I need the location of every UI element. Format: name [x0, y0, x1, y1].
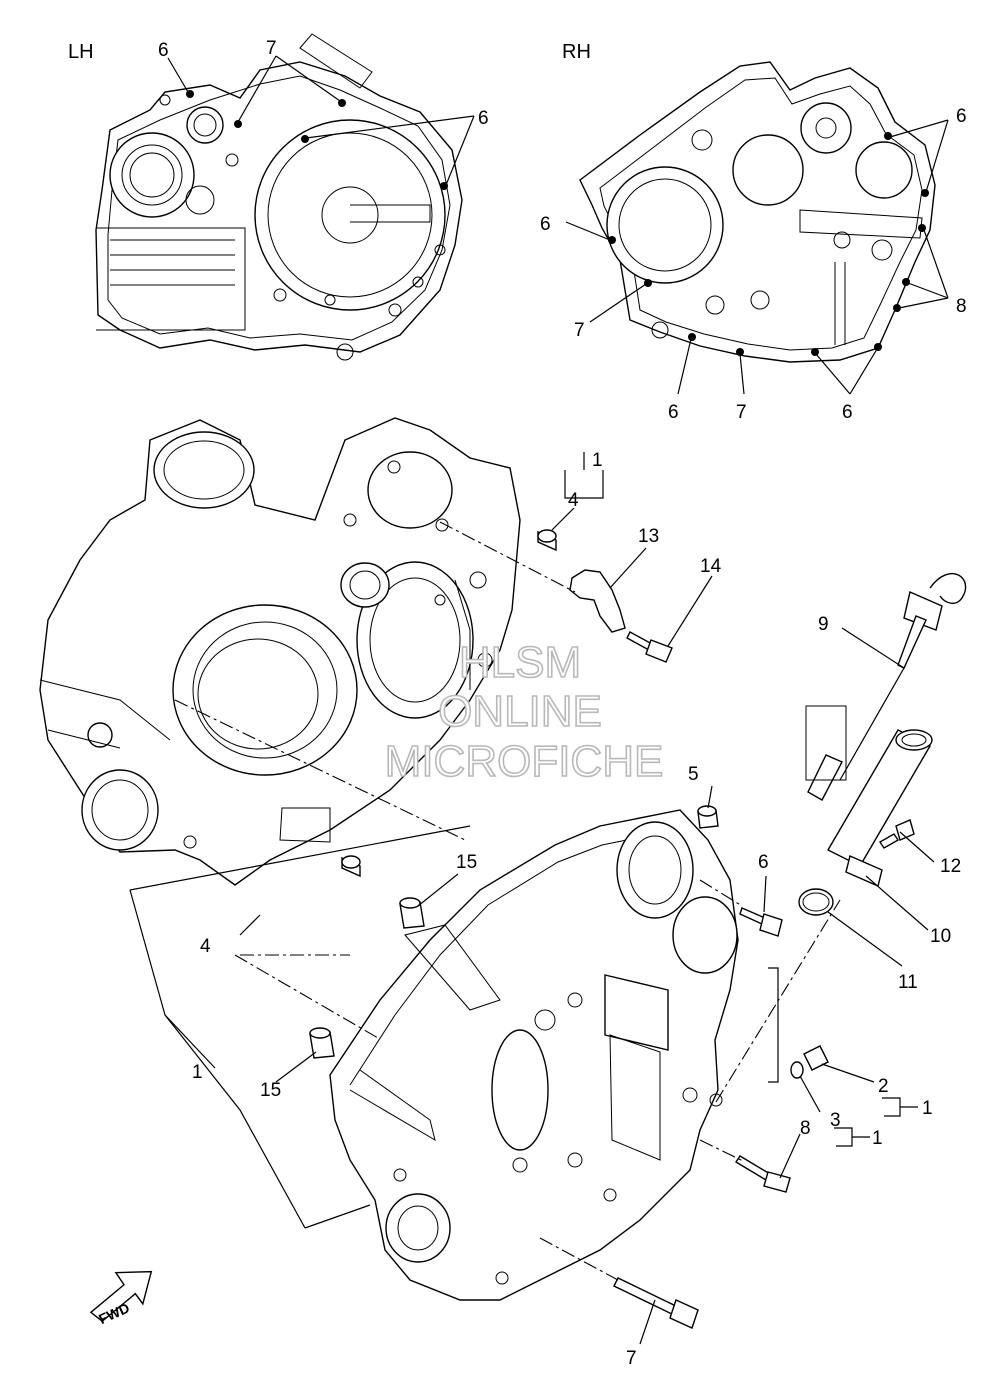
leader-lines: [129, 452, 935, 1345]
callout-lh-6a: 6: [158, 40, 169, 61]
lh-header: LH: [68, 41, 94, 63]
collar-5: [697, 805, 719, 829]
dowel-pin-4-mid: [341, 855, 361, 878]
callout-rh-6b: 6: [540, 214, 551, 235]
rh-leaders: [565, 119, 949, 395]
right-crankcase-half: [329, 809, 739, 1301]
callout-p1-top: 1: [592, 450, 603, 471]
callout-lh-6b: 6: [478, 108, 489, 129]
callout-p1-r1: 1: [922, 1098, 933, 1119]
callout-rh-7a: 7: [574, 320, 585, 341]
callout-rh-8: 8: [956, 296, 967, 317]
callout-p15-top: 15: [456, 852, 477, 873]
callout-p2: 2: [878, 1076, 889, 1097]
o-ring-11: [798, 888, 834, 916]
callout-p3: 3: [830, 1110, 841, 1131]
bracket-13: [569, 569, 626, 633]
watermark-line1: HLSM: [459, 638, 581, 687]
callout-p6: 6: [758, 852, 769, 873]
collar-15-top: [399, 897, 425, 929]
callout-p1-r2: 1: [872, 1128, 883, 1149]
dowel-pin-4-top: [537, 529, 557, 552]
callout-p13: 13: [638, 526, 659, 547]
callout-p10: 10: [930, 926, 951, 947]
rh-header: RH: [562, 41, 591, 63]
callout-p4-top: 4: [568, 490, 579, 511]
bolt-14: [626, 631, 673, 663]
callout-p1-mid: 1: [192, 1062, 203, 1083]
bolt-12: [879, 819, 915, 849]
callout-p14: 14: [700, 556, 722, 577]
centerlines: [174, 521, 841, 1281]
lh-crankcase-face: [95, 61, 463, 361]
callout-p11: 11: [898, 972, 918, 993]
bolt-8: [735, 1155, 791, 1193]
oil-filler-tube-10: [827, 729, 933, 887]
callout-p5: 5: [688, 764, 699, 785]
watermark-line3: MICROFICHE: [385, 737, 664, 786]
callout-p4-mid: 4: [200, 936, 211, 957]
callout-rh-6c: 6: [668, 402, 679, 423]
callout-p12: 12: [940, 856, 961, 877]
callout-p9: 9: [818, 614, 829, 635]
left-crankcase-half: [39, 417, 521, 886]
callout-rh-6a: 6: [956, 106, 967, 127]
watermark-line2: ONLINE: [438, 687, 602, 736]
dipstick-9: [807, 572, 967, 801]
watermark: HLSM ONLINE MICROFICHE: [384, 637, 664, 787]
rh-crankcase-face: [579, 61, 936, 363]
callout-rh-7b: 7: [736, 402, 747, 423]
callout-p7: 7: [626, 1348, 637, 1369]
callout-rh-6d: 6: [842, 402, 853, 423]
drain-plug-2: [803, 1045, 829, 1071]
callout-p15-bot: 15: [260, 1080, 281, 1101]
gasket-3: [790, 1061, 804, 1079]
fwd-arrow-icon: FWD: [89, 1270, 153, 1327]
callout-p8: 8: [800, 1118, 811, 1139]
collar-15-bottom: [309, 1027, 335, 1059]
bolt-6: [739, 907, 783, 937]
lh-leaders: [167, 33, 475, 186]
bolt-7: [613, 1277, 699, 1329]
callout-lh-7: 7: [266, 38, 277, 59]
